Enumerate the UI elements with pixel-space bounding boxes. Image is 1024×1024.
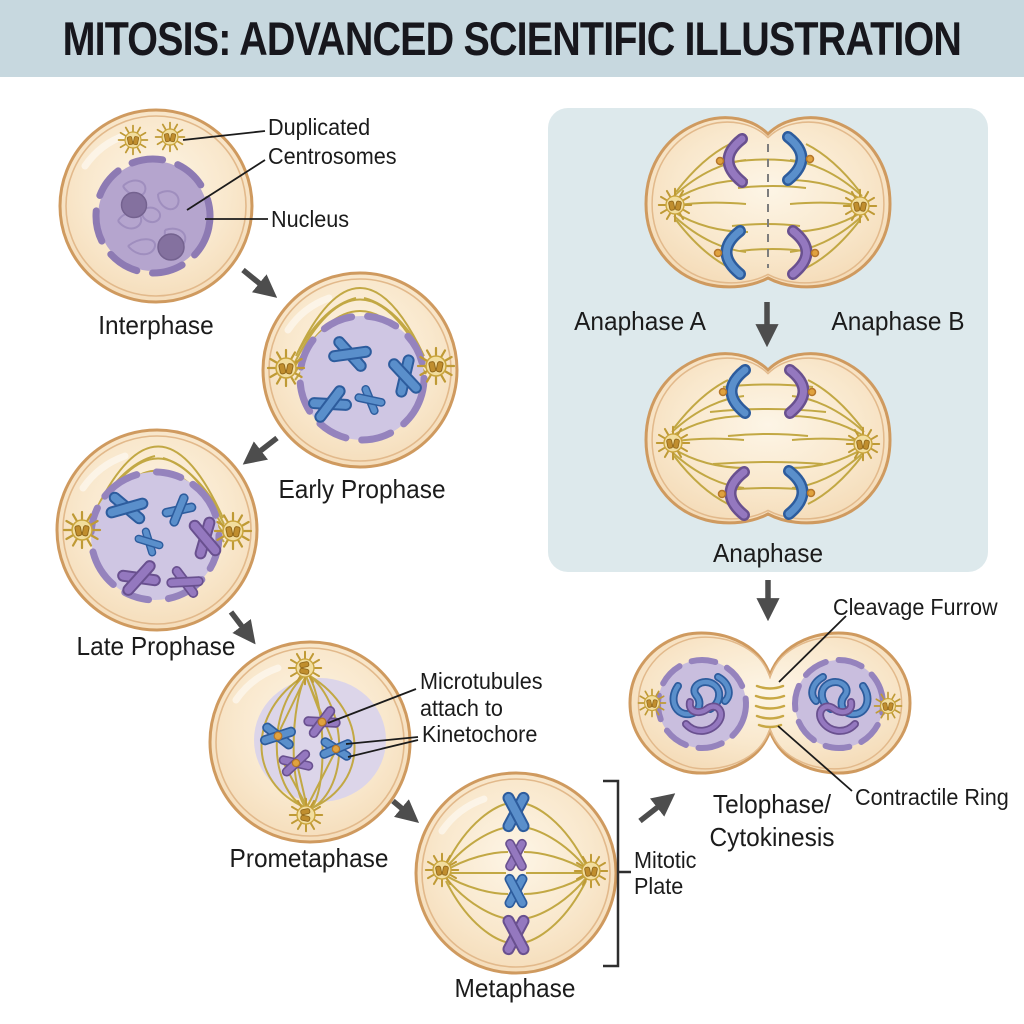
label-interphase: Interphase [98, 310, 214, 340]
label-plate: Plate [634, 873, 684, 899]
anaphase-ab-cell [644, 116, 892, 289]
arrow-early-to-late-prophase [242, 435, 279, 465]
label-contractile-ring: Contractile Ring [855, 784, 1009, 810]
daughter-nucleus [792, 657, 886, 751]
label-mitotic: Mitotic [634, 847, 697, 873]
arrow-prometaphase-to-metaphase [391, 798, 420, 823]
leader-contractile-ring [777, 725, 853, 792]
mitotic-plate-bracket [603, 779, 631, 968]
label-nucleus: Nucleus [271, 206, 350, 232]
label-anaphase-b: Anaphase B [831, 306, 965, 336]
label-cleavage-furrow: Cleavage Furrow [833, 594, 998, 620]
leader-kinetochore-2 [347, 739, 419, 758]
title-banner: MITOSIS: ADVANCED SCIENTIFIC ILLUSTRATIO… [0, 0, 1024, 77]
leader-duplicated-centrosomes [182, 130, 266, 141]
arrow-late-prophase-to-prometaphase [228, 610, 256, 645]
label-metaphase: Metaphase [454, 973, 576, 1003]
label-telophase-line2: Cytokinesis [709, 821, 835, 852]
telophase-cell [628, 631, 912, 775]
label-telophase-line1: Telophase/ [712, 789, 832, 819]
interphase-cell [58, 108, 254, 304]
leader-microtubules [327, 688, 417, 724]
label-microtubules-line2: attach to [420, 695, 503, 721]
metaphase-cell [414, 771, 618, 975]
arrow-metaphase-to-telophase [638, 793, 676, 824]
label-prometaphase: Prometaphase [229, 843, 389, 873]
label-anaphase-a: Anaphase A [574, 306, 706, 336]
page-title: MITOSIS: ADVANCED SCIENTIFIC ILLUSTRATIO… [62, 12, 962, 65]
arrow-interphase-to-early-prophase [241, 267, 278, 298]
contractile-ring-fibers [754, 684, 786, 729]
leader-cleavage-furrow [778, 615, 847, 683]
label-duplicated: Duplicated [268, 114, 371, 140]
label-microtubules-line1: Microtubules [420, 668, 543, 694]
early-prophase-cell [261, 271, 459, 469]
leader-kinetochore-1 [345, 736, 419, 745]
label-late-prophase: Late Prophase [76, 631, 236, 661]
prometaphase-cell [208, 640, 412, 844]
leader-centrosomes [186, 159, 266, 211]
label-early-prophase: Early Prophase [278, 474, 446, 504]
late-prophase-cell [55, 428, 259, 632]
label-centrosomes: Centrosomes [268, 143, 397, 169]
daughter-nucleus [655, 657, 749, 751]
anaphase-cell [644, 352, 892, 525]
label-anaphase: Anaphase [712, 538, 824, 568]
label-telophase-cytokinesis: Telophase/ Cytokinesis [710, 788, 835, 853]
label-kinetochore: Kinetochore [422, 721, 538, 747]
